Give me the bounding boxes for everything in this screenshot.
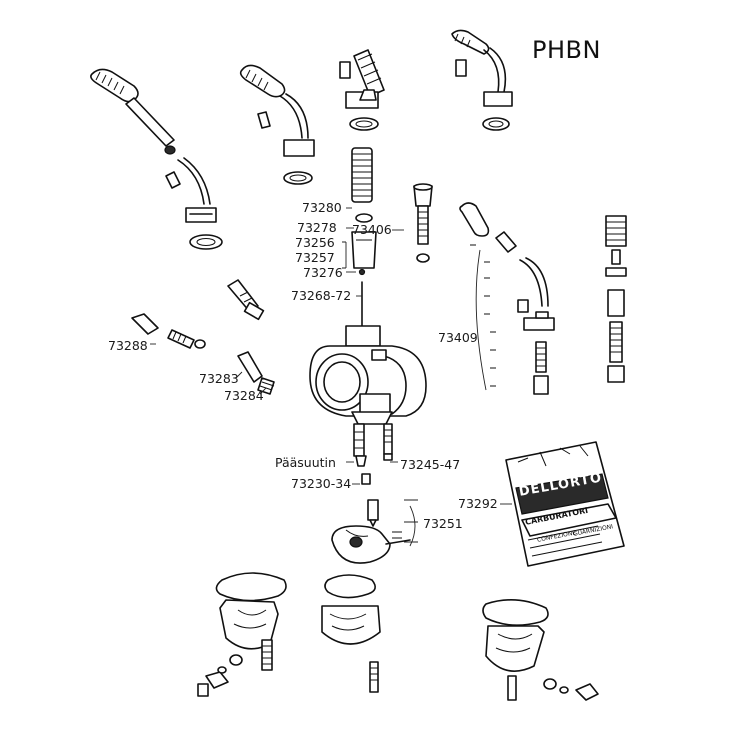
carburetor-body (309, 325, 427, 425)
emulsion-tube (353, 423, 365, 457)
idle-screw-upper (227, 279, 265, 321)
diagram-title: PHBN (532, 36, 601, 64)
label-73280: 73280 (302, 200, 342, 215)
leader-lines (150, 207, 512, 505)
cable-adjuster (605, 215, 627, 383)
label-73409: 73409 (438, 330, 478, 345)
choke-cable-assembly (459, 202, 555, 395)
label-73288: 73288 (108, 338, 148, 353)
mixture-screw (131, 313, 206, 349)
label-73257: 73257 (295, 250, 335, 265)
choke-plunger (413, 183, 433, 263)
needle-clip (355, 213, 373, 223)
throttle-spring (351, 147, 373, 203)
main-jet (355, 455, 367, 467)
gasket-packet (505, 441, 625, 567)
label-73230-34: 73230-34 (291, 476, 352, 491)
float-bowl-left (197, 572, 287, 697)
float-pin (385, 531, 411, 545)
label-paasuutin: Pääsuutin (275, 455, 336, 470)
float-needle-valve (367, 499, 379, 527)
label-73292: 73292 (458, 496, 498, 511)
cable-assembly-1 (90, 68, 223, 250)
label-73278: 73278 (297, 220, 337, 235)
idle-jet (383, 423, 393, 461)
float (331, 525, 391, 564)
label-73406: 73406 (352, 222, 392, 237)
float-bowl-middle (321, 574, 381, 693)
label-73256: 73256 (295, 235, 335, 250)
jet-needle (358, 268, 366, 329)
cable-assembly-4 (451, 29, 513, 131)
throttle-slide (351, 231, 377, 269)
label-73245-47: 73245-47 (400, 457, 461, 472)
label-73283: 73283 (199, 371, 239, 386)
cable-assembly-2 (239, 64, 315, 185)
label-73268-72: 73268-72 (291, 288, 352, 303)
float-bowl-right (482, 599, 599, 701)
label-73276: 73276 (303, 265, 343, 280)
label-73251: 73251 (423, 516, 463, 531)
cable-assembly-3 (339, 49, 385, 131)
label-73284: 73284 (224, 388, 264, 403)
starter-jet (361, 473, 371, 485)
